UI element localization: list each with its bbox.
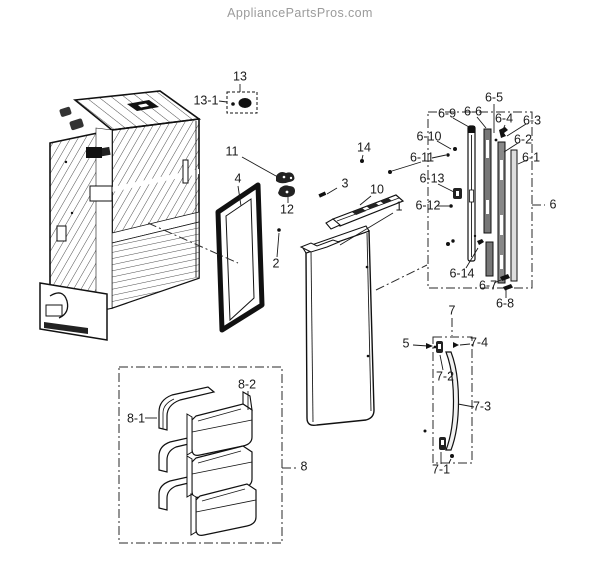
part-label-14: 14 bbox=[357, 140, 371, 154]
part-label-10: 10 bbox=[370, 182, 384, 196]
dashed-box-13 bbox=[226, 91, 258, 114]
part-label-6-3: 6-3 bbox=[523, 113, 541, 127]
part-label-13: 13 bbox=[233, 69, 247, 83]
part-label-6-1: 6-1 bbox=[522, 150, 540, 164]
part-label-12: 12 bbox=[280, 202, 294, 216]
screw-6-12 bbox=[449, 204, 453, 208]
group-7 bbox=[412, 318, 475, 464]
part-label-6-11: 6-11 bbox=[410, 150, 434, 164]
part-label-6-6: 6-6 bbox=[464, 104, 482, 118]
clip-6-3 bbox=[499, 127, 508, 138]
screw-2 bbox=[276, 228, 281, 258]
part-label-8-1: 8-1 bbox=[127, 411, 145, 425]
screw-14 bbox=[360, 154, 364, 163]
part-13-group bbox=[218, 84, 258, 114]
door-gasket bbox=[147, 182, 265, 333]
top-hinge-lump bbox=[59, 106, 72, 117]
part-label-8-2: 8-2 bbox=[238, 377, 256, 391]
screw-3 bbox=[318, 187, 338, 198]
part-label-6: 6 bbox=[550, 197, 557, 211]
part-label-6-5: 6-5 bbox=[485, 90, 503, 104]
part-label-6-4: 6-4 bbox=[495, 111, 513, 125]
group-6 bbox=[388, 104, 545, 298]
part-label-7-2: 7-2 bbox=[436, 369, 454, 383]
part-label-6-2: 6-2 bbox=[514, 132, 532, 146]
part-label-7-4: 7-4 bbox=[470, 335, 488, 349]
group-8 bbox=[118, 366, 296, 544]
part-label-5: 5 bbox=[403, 336, 410, 350]
cap-6-7 bbox=[500, 274, 510, 281]
door-panel bbox=[299, 212, 428, 427]
screw-6-11 bbox=[388, 170, 392, 174]
part-label-8: 8 bbox=[301, 459, 308, 473]
part-label-4: 4 bbox=[235, 171, 242, 185]
part-label-2: 2 bbox=[273, 256, 280, 270]
part-label-1: 1 bbox=[396, 199, 403, 213]
door-handle bbox=[445, 351, 460, 451]
part-label-6-12: 6-12 bbox=[415, 198, 440, 212]
part-label-7-3: 7-3 bbox=[473, 399, 491, 413]
part-label-6-14: 6-14 bbox=[449, 266, 474, 280]
screw-7-4 bbox=[453, 342, 459, 348]
hinge-clips bbox=[241, 156, 295, 203]
cap-6-8 bbox=[503, 284, 513, 291]
part-labels: 13 13-1 11 4 12 2 3 14 10 1 5 6-5 6-9 6-6 6-4 6-3 6-10 6-… bbox=[127, 69, 557, 476]
part-label-7: 7 bbox=[449, 303, 456, 317]
group-6-box bbox=[427, 111, 533, 289]
door-top-rail bbox=[317, 194, 405, 249]
part-label-6-13: 6-13 bbox=[419, 171, 444, 185]
part-label-6-10: 6-10 bbox=[416, 129, 441, 143]
arrowhead-5 bbox=[426, 343, 433, 349]
part-label-3: 3 bbox=[342, 176, 349, 190]
group-8-box bbox=[118, 366, 283, 544]
part-label-6-7: 6-7 bbox=[479, 278, 497, 292]
part-label-13-1: 13-1 bbox=[193, 93, 218, 107]
group-7-box bbox=[432, 336, 473, 464]
part-label-6-9: 6-9 bbox=[438, 106, 456, 120]
part-label-6-8: 6-8 bbox=[496, 296, 514, 310]
clip-6-14 bbox=[477, 239, 484, 245]
cabinet-drawing bbox=[39, 90, 202, 341]
site-title: AppliancePartsPros.com bbox=[227, 6, 373, 20]
part-label-7-1: 7-1 bbox=[432, 462, 450, 476]
part-label-11: 11 bbox=[226, 144, 239, 158]
door-bin-8-2 bbox=[186, 391, 257, 536]
